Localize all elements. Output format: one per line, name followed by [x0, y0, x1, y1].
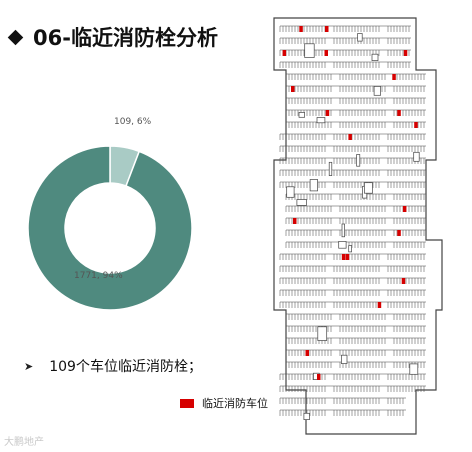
hydrant-stall-marker [324, 50, 328, 56]
watermark: 大鹏地产 [4, 437, 44, 448]
hydrant-stall-marker [291, 86, 295, 92]
hydrant-stall-marker [348, 134, 352, 140]
legend-swatch [180, 398, 194, 408]
hydrant-stall-marker [392, 74, 396, 80]
hydrant-stall-marker [401, 278, 406, 284]
hydrant-stall-marker [402, 206, 407, 212]
hydrant-stall-marker [341, 254, 346, 260]
hydrant-stall-marker [282, 50, 287, 56]
hydrant-stall-marker [377, 302, 382, 308]
plan-outline [273, 17, 443, 435]
bullet-point: ➤ 109个车位临近消防栓； [24, 356, 202, 376]
hydrant-stall-marker [345, 254, 350, 260]
legend-label: 临近消防车位 [202, 397, 268, 410]
hydrant-stall-marker [305, 350, 309, 356]
hydrant-stall-marker [293, 218, 297, 224]
plan-legend: 临近消防车位 [180, 395, 268, 411]
page-title-text: 06-临近消防栓分析 [33, 26, 218, 50]
arrow-right-icon: ➤ [24, 359, 34, 373]
slice-label: 1771, 94% [74, 271, 123, 281]
diamond-icon [7, 29, 24, 45]
parking-floor-plan [273, 17, 443, 435]
page-title: 06-临近消防栓分析 [6, 22, 218, 52]
slice-label: 109, 6% [114, 117, 152, 127]
hydrant-stall-marker [325, 110, 330, 116]
hydrant-stall-marker [403, 50, 408, 56]
hydrant-stall-marker [325, 26, 329, 32]
hydrant-stall-marker [397, 230, 401, 236]
bullet-text: 109个车位临近消防栓； [49, 359, 202, 375]
hydrant-stall-marker [397, 110, 401, 116]
hydrant-stall-marker [414, 122, 418, 128]
donut-chart: 109, 6% 1771, 94% [27, 117, 193, 310]
hydrant-stall-marker [317, 374, 321, 380]
donut-slice [27, 145, 193, 310]
hydrant-stall-marker [299, 26, 303, 32]
